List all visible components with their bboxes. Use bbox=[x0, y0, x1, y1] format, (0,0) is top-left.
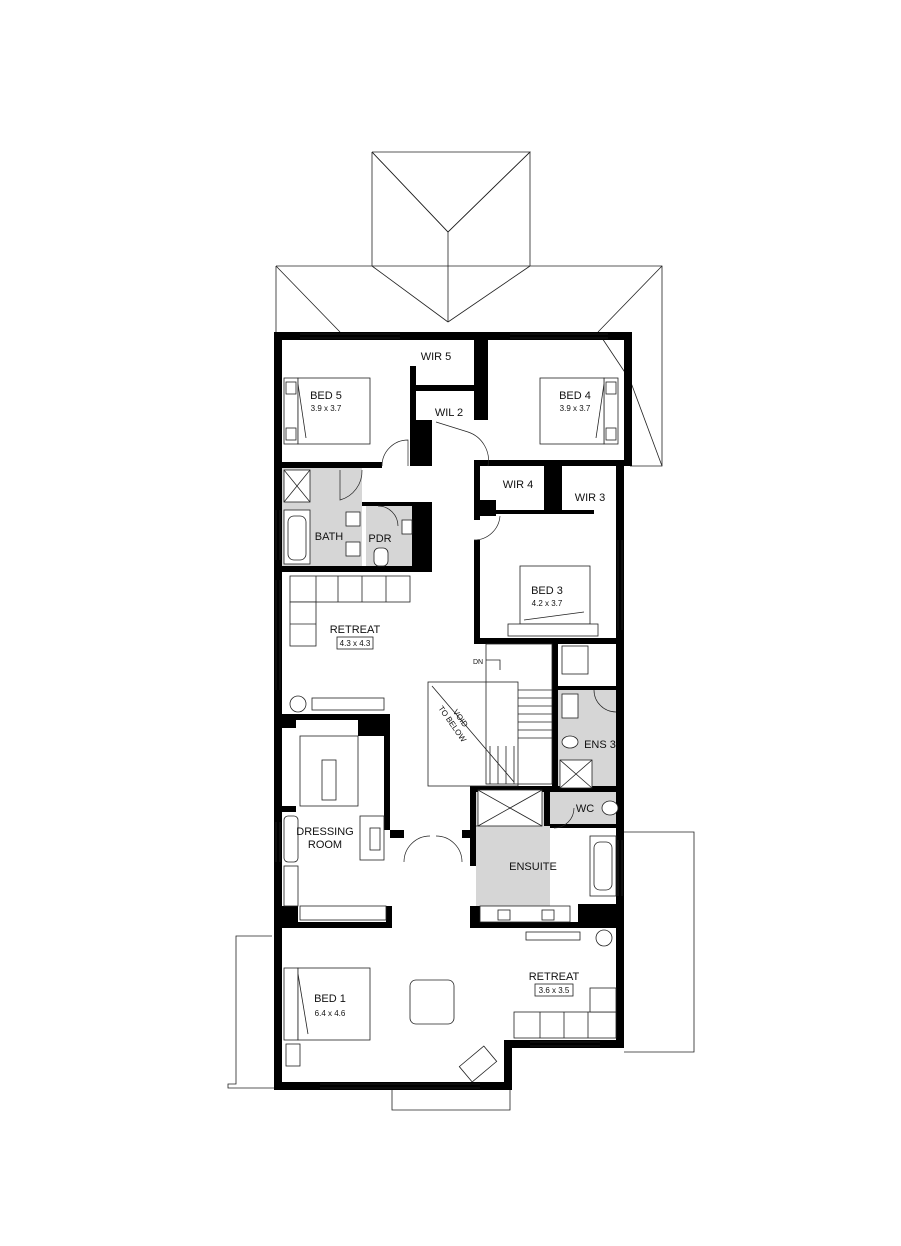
bed1-label: BED 1 bbox=[314, 993, 346, 1005]
windows bbox=[275, 333, 623, 1089]
bed5-dim: 3.9 x 3.7 bbox=[311, 404, 342, 413]
wir5-label: WIR 5 bbox=[421, 351, 452, 363]
retreat-upper-label: RETREAT bbox=[330, 624, 381, 636]
bed4-label: BED 4 bbox=[559, 390, 591, 402]
bed3-label: BED 3 bbox=[531, 585, 563, 597]
wc-label: WC bbox=[576, 803, 594, 815]
wir4-label: WIR 4 bbox=[503, 479, 534, 491]
dressing-room-label-line2: ROOM bbox=[308, 839, 342, 851]
furniture bbox=[283, 377, 619, 1083]
ens3-label: ENS 3 bbox=[584, 739, 616, 751]
roof-outline bbox=[227, 151, 695, 1111]
ensuite-label: ENSUITE bbox=[509, 861, 557, 873]
bed1-dim: 6.4 x 4.6 bbox=[315, 1009, 346, 1018]
stair-dn-label: DN bbox=[473, 659, 483, 666]
pdr-label: PDR bbox=[368, 533, 391, 545]
door-swings bbox=[339, 421, 617, 863]
bed3-dim: 4.2 x 3.7 bbox=[532, 599, 563, 608]
wil2-label: WIL 2 bbox=[435, 407, 463, 419]
dressing-room-label-line1: DRESSING bbox=[296, 826, 353, 838]
room-labels: BED 5 3.9 x 3.7 BED 4 3.9 x 3.7 WIR 5 WI… bbox=[296, 351, 616, 1018]
walls bbox=[274, 332, 632, 1090]
retreat-lower-dim: 3.6 x 3.5 bbox=[539, 986, 570, 995]
retreat-upper-dim: 4.3 x 4.3 bbox=[340, 639, 371, 648]
wir3-label: WIR 3 bbox=[575, 492, 606, 504]
retreat-lower-label: RETREAT bbox=[529, 971, 580, 983]
bed5-label: BED 5 bbox=[310, 390, 342, 402]
bed4-dim: 3.9 x 3.7 bbox=[560, 404, 591, 413]
bath-label: BATH bbox=[315, 531, 344, 543]
